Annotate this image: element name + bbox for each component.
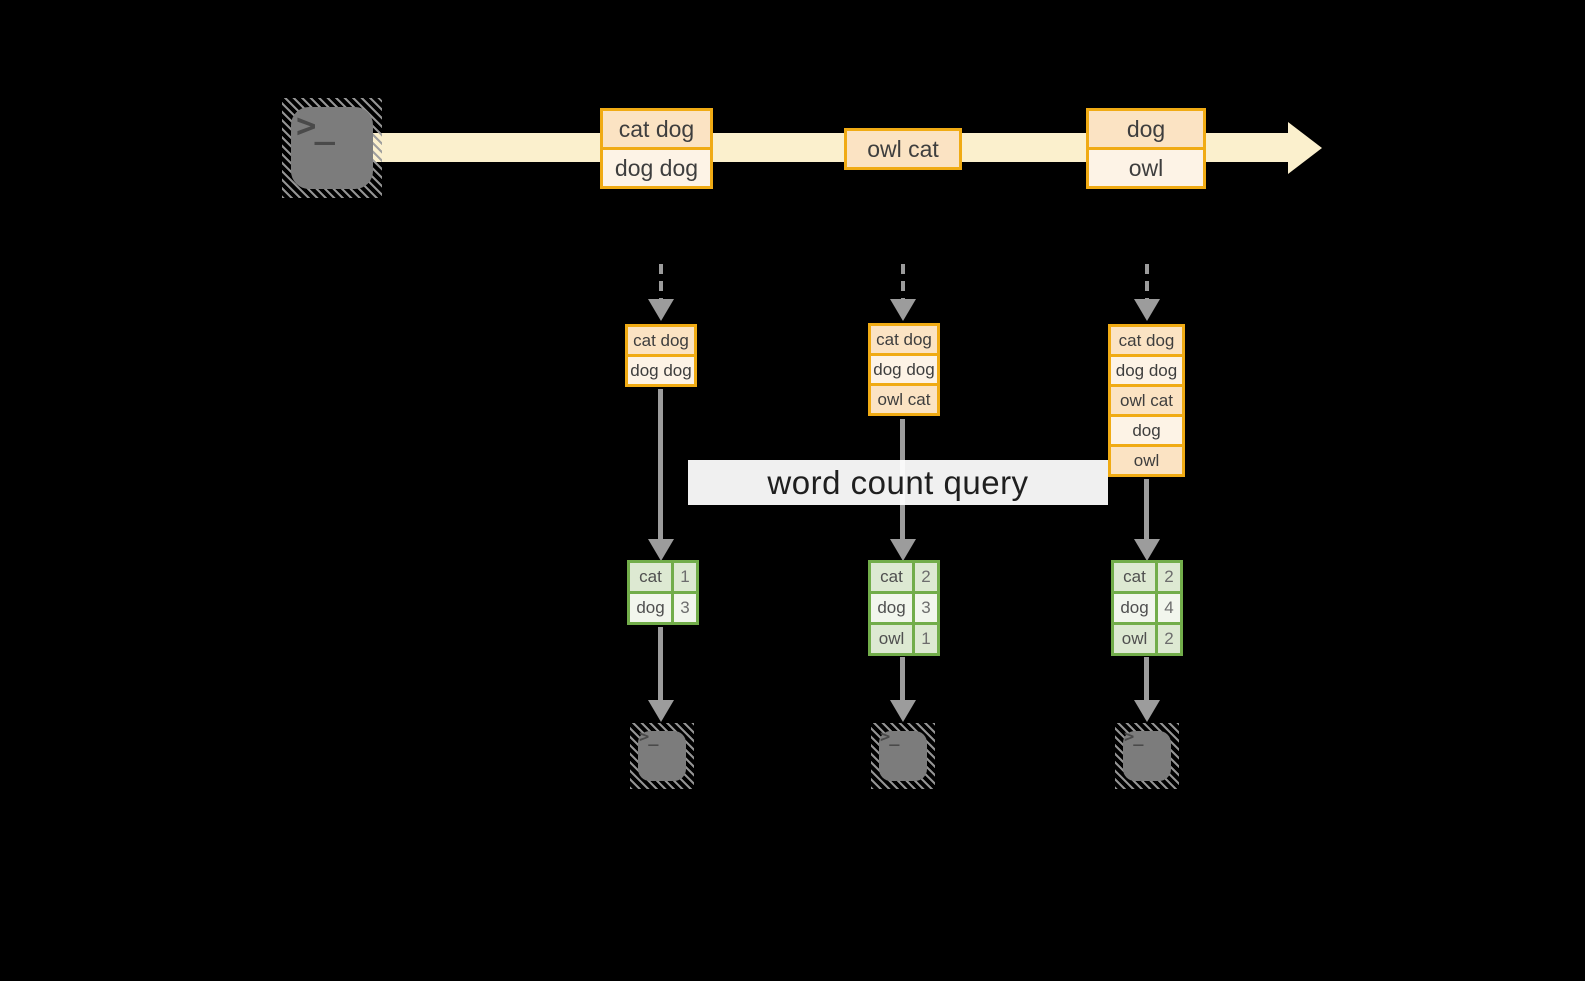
sink-terminal-icon: >_ xyxy=(871,723,935,789)
word-cell: cat xyxy=(639,567,662,586)
state-cell: owl cat xyxy=(871,383,937,413)
terminal-screen xyxy=(638,731,686,781)
event-cell: owl cat xyxy=(847,131,959,167)
event-cell: dog xyxy=(1089,111,1203,147)
state-cell: dog dog xyxy=(871,353,937,383)
sink-arrow-line xyxy=(658,627,663,700)
count-cell: 2 xyxy=(1155,625,1180,653)
table-row: dog 3 xyxy=(630,591,696,622)
table-row: dog 4 xyxy=(1114,591,1180,622)
query-label: word count query xyxy=(767,463,1029,501)
query-arrow-head-icon xyxy=(648,539,674,561)
terminal-screen xyxy=(879,731,927,781)
stream-timeline-arrowhead-icon xyxy=(1288,122,1322,174)
count-cell: 2 xyxy=(1155,563,1180,591)
word-cell: cat xyxy=(880,567,903,586)
state-cell: owl cat xyxy=(1111,384,1182,414)
sink-terminal-icon: >_ xyxy=(630,723,694,789)
terminal-prompt-icon: >_ xyxy=(880,727,900,747)
event-cell: owl xyxy=(1089,147,1203,186)
word-cell: owl xyxy=(1121,629,1148,648)
table-row: owl 1 xyxy=(871,622,937,653)
sink-arrow-head-icon xyxy=(1134,700,1160,722)
dashed-arrow-head-icon xyxy=(1134,299,1160,321)
count-cell: 3 xyxy=(912,594,937,622)
sink-arrow-head-icon xyxy=(648,700,674,722)
state-cell: cat dog xyxy=(628,327,694,354)
state-box-3: cat dog dog dog owl cat dog owl xyxy=(1108,324,1185,477)
table-row: cat 2 xyxy=(871,563,937,591)
dashed-arrow-line xyxy=(659,264,663,300)
terminal-prompt-icon: >_ xyxy=(296,106,335,146)
table-row: cat 1 xyxy=(630,563,696,591)
event-box-1: cat dog dog dog xyxy=(600,108,713,189)
count-cell: 1 xyxy=(912,625,937,653)
word-cell: dog xyxy=(1120,598,1149,617)
state-box-2: cat dog dog dog owl cat xyxy=(868,323,940,416)
result-table-2: cat 2 dog 3 owl 1 xyxy=(868,560,940,656)
source-terminal-icon: >_ xyxy=(282,98,382,198)
state-cell: dog dog xyxy=(628,354,694,384)
sink-terminal-icon: >_ xyxy=(1115,723,1179,789)
event-cell: dog dog xyxy=(603,147,710,186)
table-row: owl 2 xyxy=(1114,622,1180,653)
state-cell: cat dog xyxy=(871,326,937,353)
result-table-3: cat 2 dog 4 owl 2 xyxy=(1111,560,1183,656)
word-cell: cat xyxy=(1123,567,1146,586)
query-arrow-line xyxy=(1144,479,1149,539)
query-label-band: word count query xyxy=(688,460,1108,505)
count-cell: 1 xyxy=(671,563,696,591)
state-cell: dog xyxy=(1111,414,1182,444)
count-cell: 2 xyxy=(912,563,937,591)
dashed-arrow-line xyxy=(1145,264,1149,300)
state-cell: cat dog xyxy=(1111,327,1182,354)
word-cell: dog xyxy=(877,598,906,617)
word-cell: owl xyxy=(878,629,905,648)
query-arrow-head-icon xyxy=(1134,539,1160,561)
count-cell: 3 xyxy=(671,594,696,622)
query-arrow-line xyxy=(658,389,663,539)
word-cell: dog xyxy=(636,598,665,617)
table-row: cat 2 xyxy=(1114,563,1180,591)
sink-arrow-line xyxy=(900,657,905,700)
terminal-prompt-icon: >_ xyxy=(639,727,659,747)
event-box-3: dog owl xyxy=(1086,108,1206,189)
event-box-2: owl cat xyxy=(844,128,962,170)
terminal-screen xyxy=(291,107,373,189)
state-box-1: cat dog dog dog xyxy=(625,324,697,387)
table-row: dog 3 xyxy=(871,591,937,622)
event-cell: cat dog xyxy=(603,111,710,147)
terminal-screen xyxy=(1123,731,1171,781)
result-table-1: cat 1 dog 3 xyxy=(627,560,699,625)
sink-arrow-line xyxy=(1144,657,1149,700)
dashed-arrow-head-icon xyxy=(890,299,916,321)
dashed-arrow-head-icon xyxy=(648,299,674,321)
state-cell: owl xyxy=(1111,444,1182,474)
count-cell: 4 xyxy=(1155,594,1180,622)
dashed-arrow-line xyxy=(901,264,905,300)
query-arrow-head-icon xyxy=(890,539,916,561)
terminal-prompt-icon: >_ xyxy=(1124,727,1144,747)
sink-arrow-head-icon xyxy=(890,700,916,722)
state-cell: dog dog xyxy=(1111,354,1182,384)
